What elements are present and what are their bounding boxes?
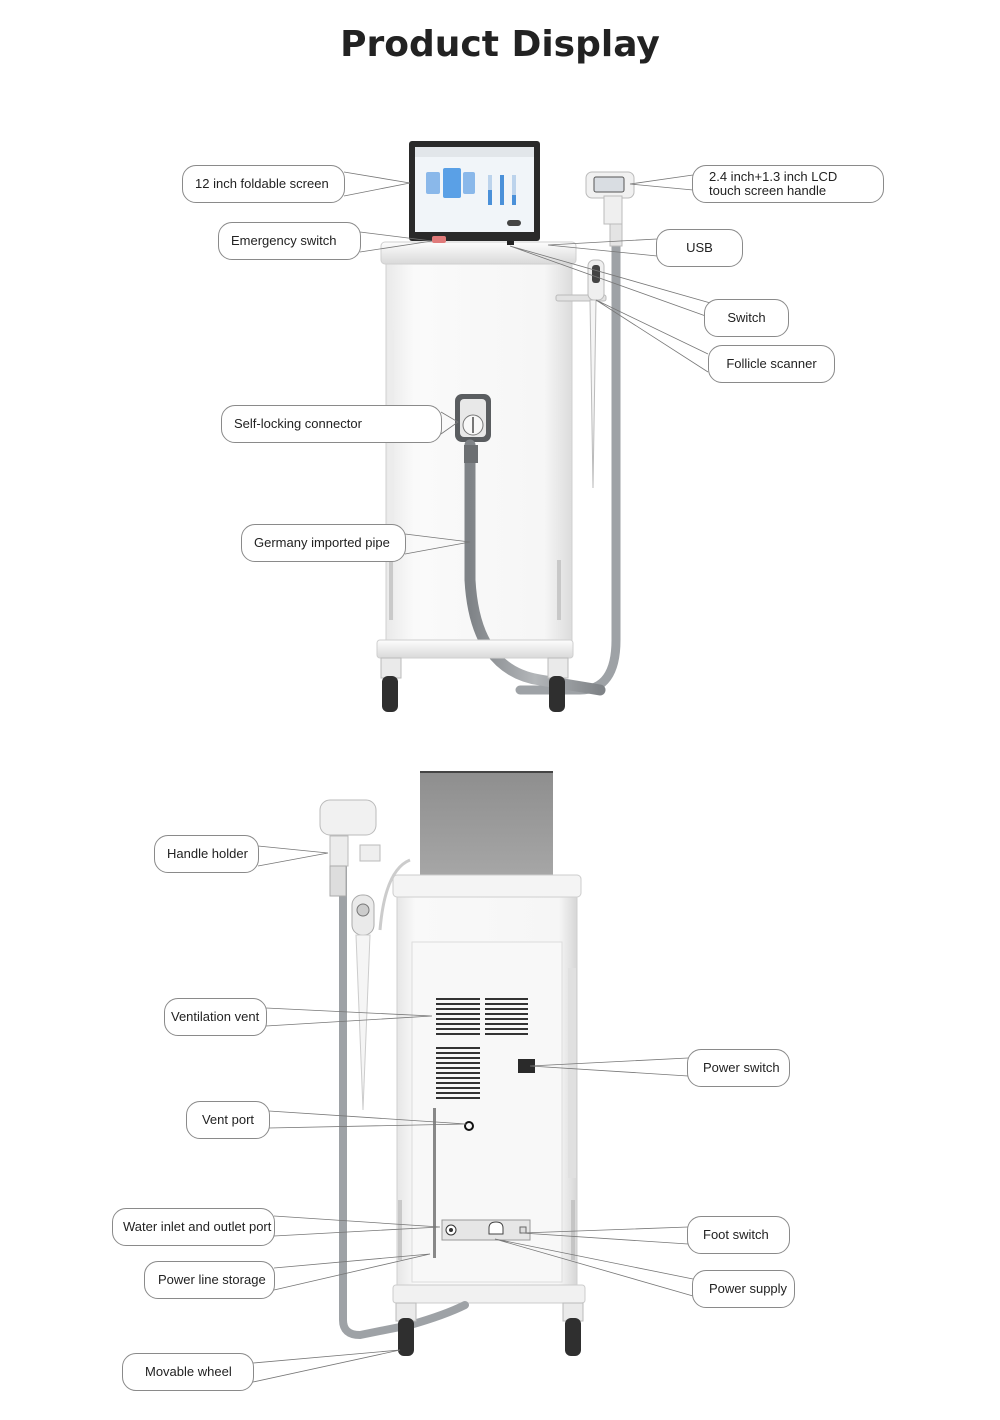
- callout-follicle-scanner: Follicle scanner: [708, 345, 835, 383]
- callout-12-inch-foldable-screen: 12 inch foldable screen: [182, 165, 345, 203]
- callout-ventilation-vent: Ventilation vent: [164, 998, 267, 1036]
- callout-vent-port: Vent port: [186, 1101, 270, 1139]
- callout-handle-holder: Handle holder: [154, 835, 259, 873]
- callout-power-supply: Power supply: [692, 1270, 795, 1308]
- callout-germany-imported-pipe: Germany imported pipe: [241, 524, 406, 562]
- callout-movable-wheel: Movable wheel: [122, 1353, 254, 1391]
- callout-lcd-touch-screen-handle-text: 2.4 inch+1.3 inch LCD touch screen handl…: [709, 169, 838, 198]
- callout-power-switch: Power switch: [687, 1049, 790, 1087]
- callout-lcd-touch-screen-handle: 2.4 inch+1.3 inch LCD touch screen handl…: [692, 165, 884, 203]
- callout-usb: USB: [656, 229, 743, 267]
- callout-water-inlet-outlet-port: Water inlet and outlet port: [112, 1208, 275, 1246]
- page-title: Product Display: [340, 24, 660, 65]
- callout-self-locking-connector: Self-locking connector: [221, 405, 442, 443]
- callout-power-line-storage: Power line storage: [144, 1261, 275, 1299]
- callout-switch: Switch: [704, 299, 789, 337]
- front-view-device-illustration: [376, 141, 635, 712]
- callout-foot-switch: Foot switch: [687, 1216, 790, 1254]
- callout-emergency-switch: Emergency switch: [218, 222, 361, 260]
- back-view-device-illustration: [319, 771, 586, 1356]
